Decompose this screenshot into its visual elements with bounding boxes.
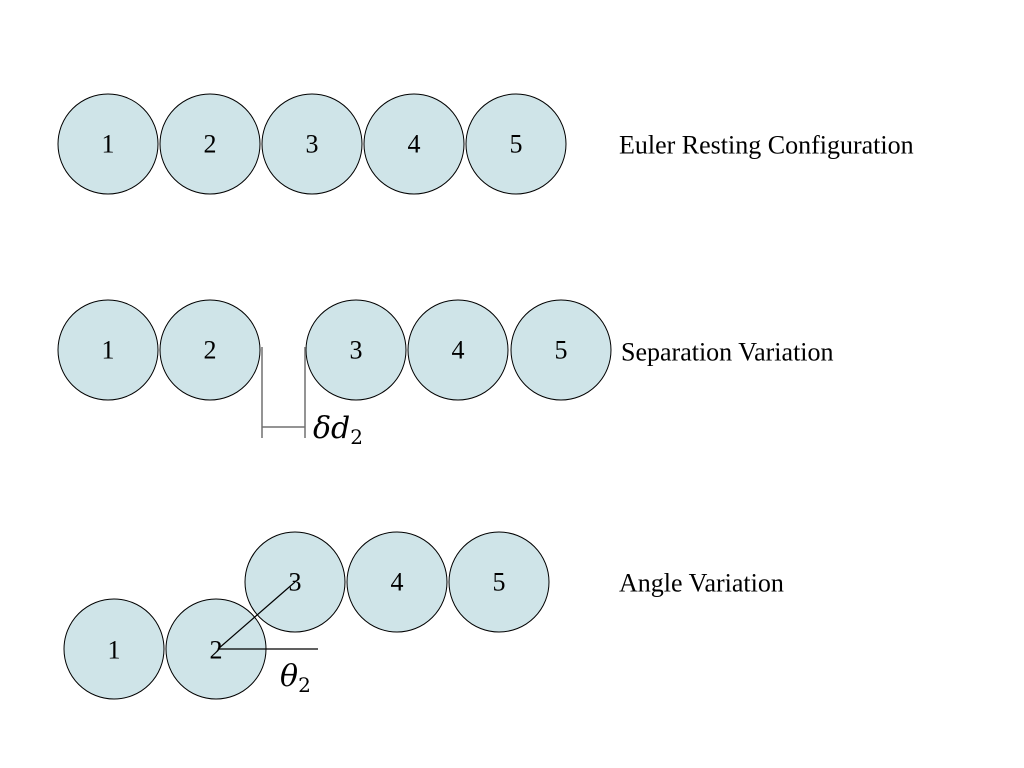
ball-number: 3	[350, 336, 363, 365]
delta-d-symbol: δd	[313, 411, 350, 446]
separation-ball-3: 3	[305, 299, 407, 401]
ball-number: 5	[493, 568, 506, 597]
resting-configuration-row: 1 2 3 4 5 Euler Resting Configuration	[57, 93, 914, 195]
angle-ball-1: 1	[63, 598, 165, 700]
ball-circle	[305, 299, 407, 401]
ball-number: 1	[108, 636, 121, 665]
ball-circle	[261, 93, 363, 195]
ball-number: 2	[210, 636, 223, 665]
ball-number: 4	[452, 336, 465, 365]
theta-symbol: θ	[280, 659, 298, 694]
separation-ball-4: 4	[407, 299, 509, 401]
angle-connector-line	[217, 581, 296, 650]
ball-circle	[363, 93, 465, 195]
separation-dimension-marker	[261, 347, 306, 438]
angle-ball-4: 4	[346, 531, 448, 633]
ball-circle	[63, 598, 165, 700]
ball-number: 1	[102, 130, 115, 159]
ball-circle	[57, 93, 159, 195]
theta-subscript: 2	[298, 673, 311, 697]
resting-ball-4: 4	[363, 93, 465, 195]
angle-ball-2: 2	[165, 598, 267, 700]
separation-symbol-delta-d2: δd2	[313, 411, 363, 449]
ball-number: 4	[408, 130, 421, 159]
ball-circle	[448, 531, 550, 633]
ball-circle	[159, 299, 261, 401]
ball-number: 2	[204, 336, 217, 365]
ball-number: 2	[204, 130, 217, 159]
resting-ball-5: 5	[465, 93, 567, 195]
angle-symbol-theta2: θ2	[280, 659, 311, 697]
angle-ball-5: 5	[448, 531, 550, 633]
separation-variation-label: Separation Variation	[621, 338, 834, 367]
separation-ball-2: 2	[159, 299, 261, 401]
ball-number: 3	[306, 130, 319, 159]
ball-circle	[510, 299, 612, 401]
ball-circle	[159, 93, 261, 195]
ball-number: 1	[102, 336, 115, 365]
separation-variation-row: 1 2 3 4 5 δd2 Separation Variation	[57, 299, 834, 449]
angle-variation-row: 1 2 3 4 5 θ2 Angle Variation	[63, 531, 784, 700]
angle-variation-label: Angle Variation	[619, 569, 784, 598]
ball-circle	[57, 299, 159, 401]
resting-ball-1: 1	[57, 93, 159, 195]
resting-configuration-label: Euler Resting Configuration	[619, 131, 914, 160]
ball-number: 5	[555, 336, 568, 365]
ball-circle	[407, 299, 509, 401]
ball-circle	[465, 93, 567, 195]
ball-circle	[346, 531, 448, 633]
separation-ball-5: 5	[510, 299, 612, 401]
resting-ball-2: 2	[159, 93, 261, 195]
ball-number: 4	[391, 568, 404, 597]
delta-d-subscript: 2	[350, 425, 363, 449]
resting-ball-3: 3	[261, 93, 363, 195]
separation-ball-1: 1	[57, 299, 159, 401]
ball-number: 5	[510, 130, 523, 159]
